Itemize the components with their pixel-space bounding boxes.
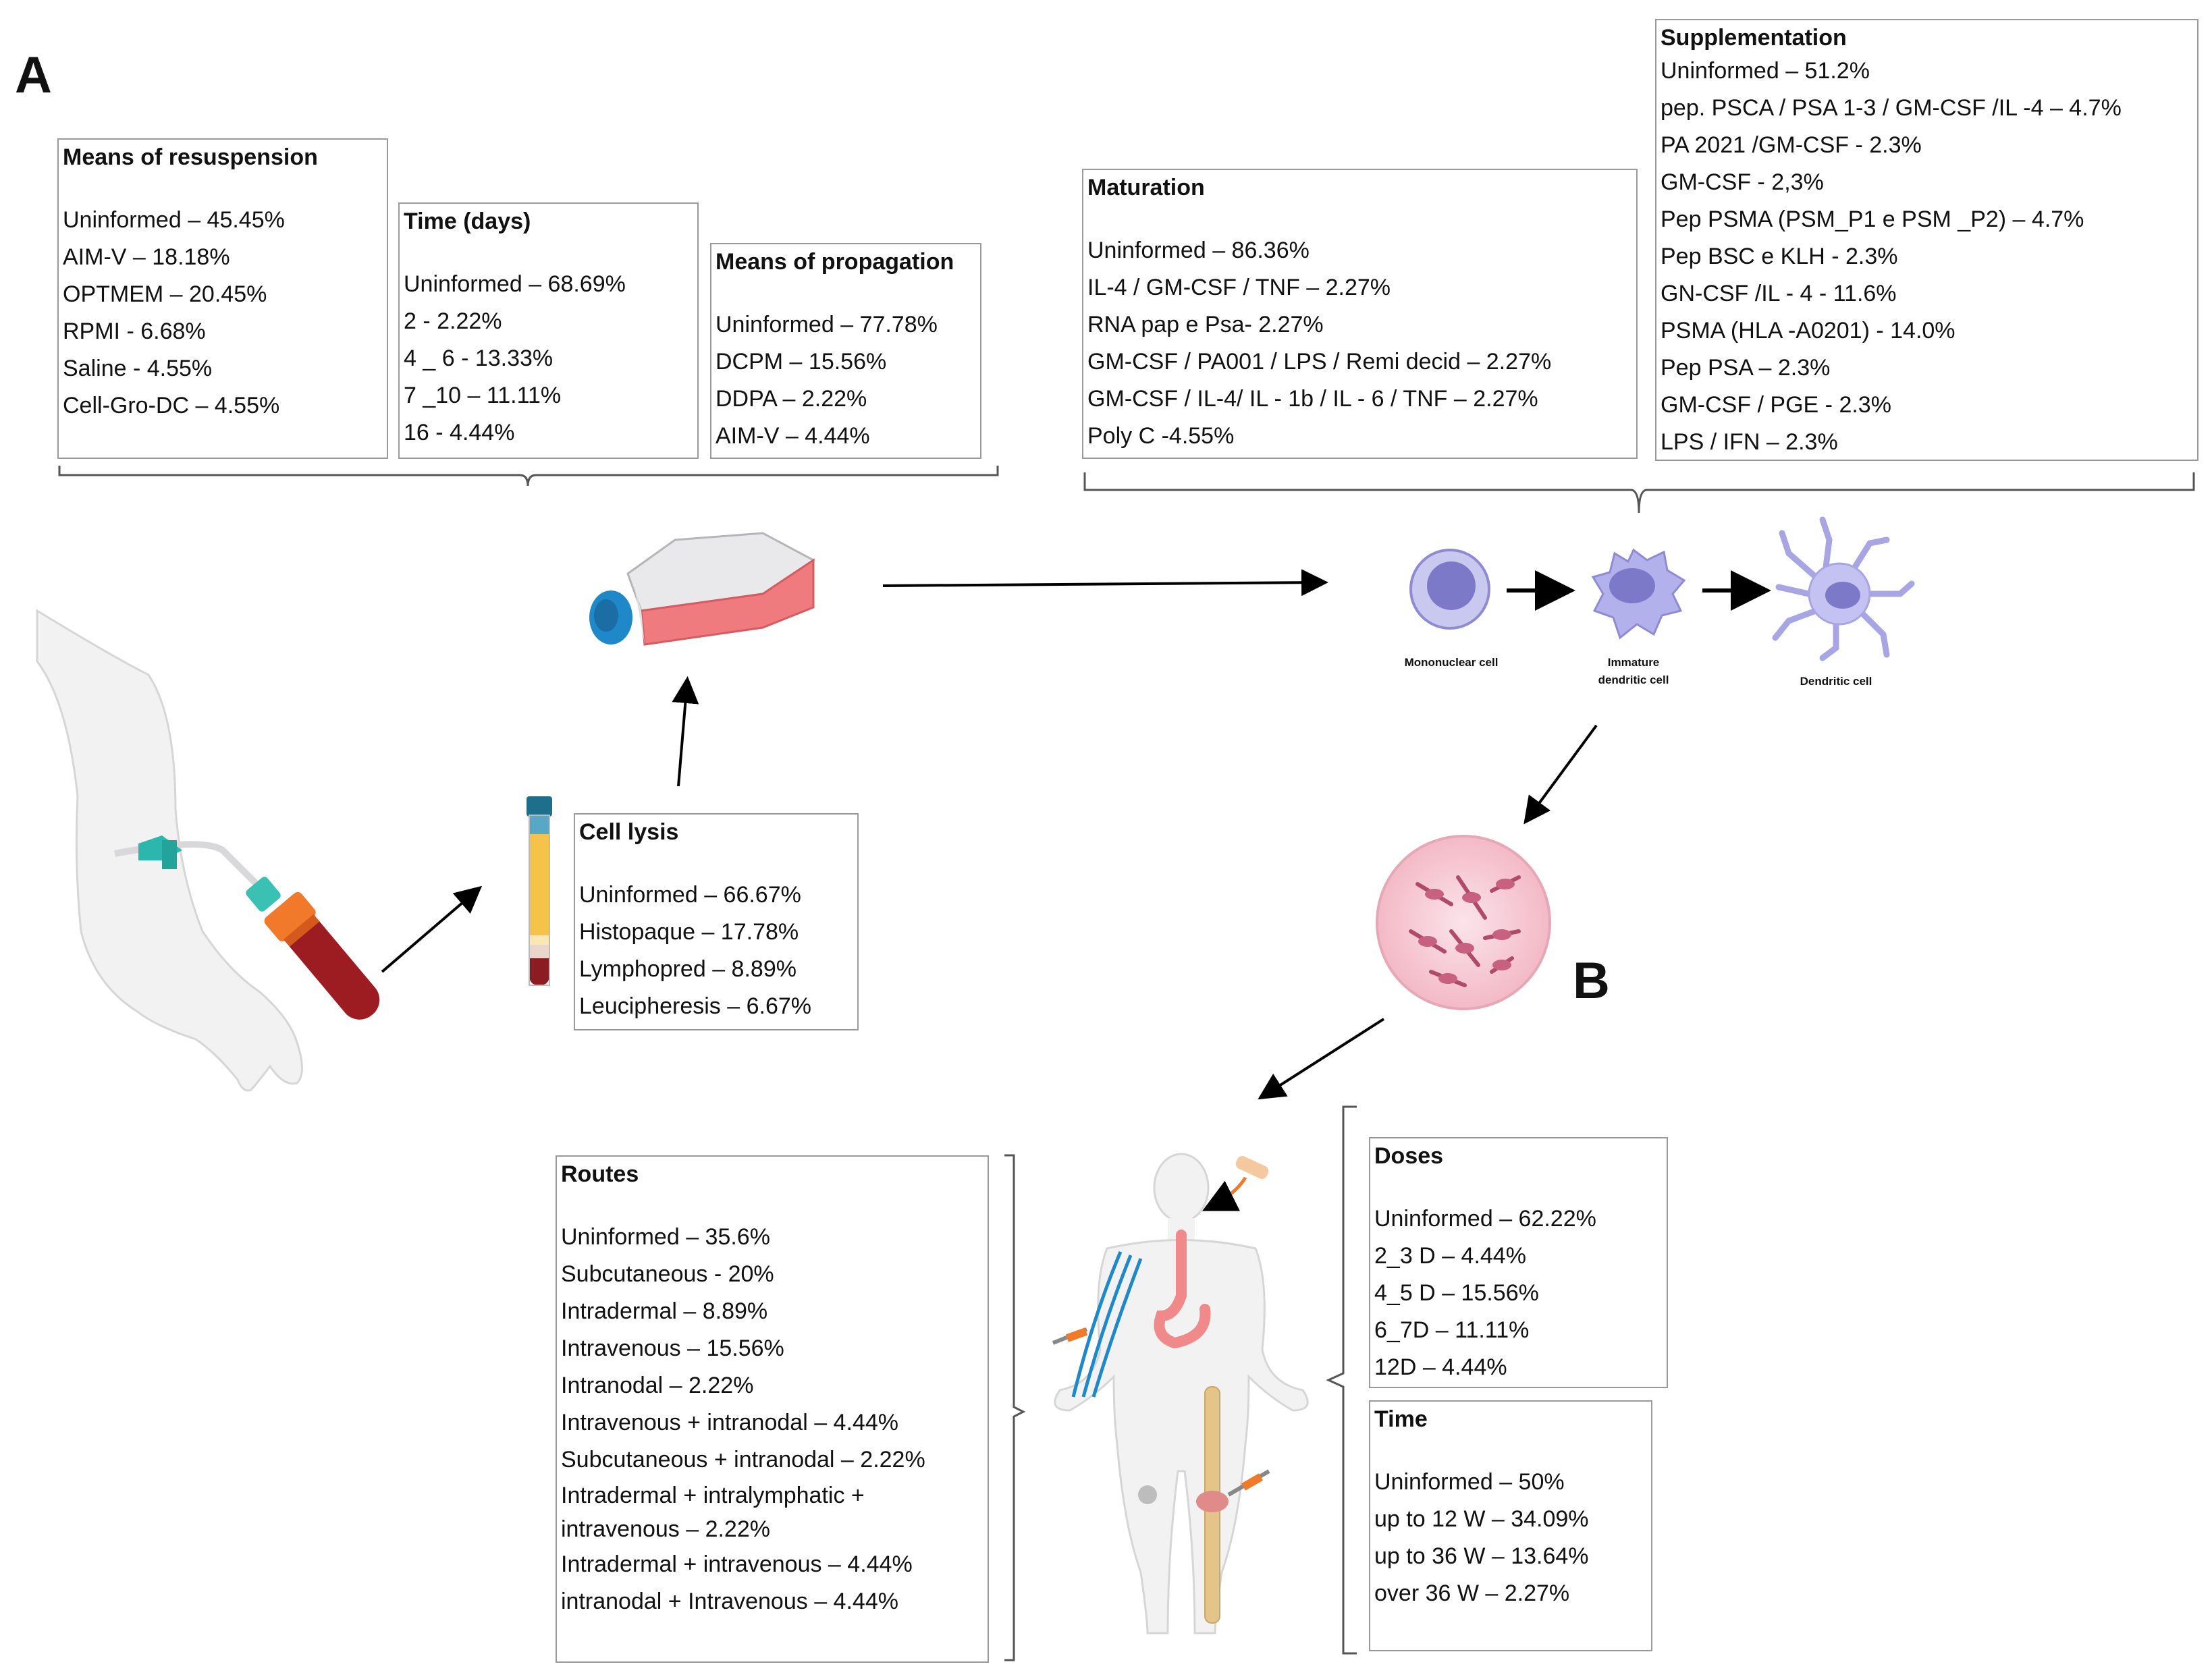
list-item: 4_5 D – 15.56% xyxy=(1374,1280,1539,1306)
list-item: intravenous – 2.22% xyxy=(561,1516,770,1542)
list-item: OPTMEM – 20.45% xyxy=(63,281,267,307)
immature-dendritic-cell-illustration xyxy=(1591,548,1686,640)
supplementation-title: Supplementation xyxy=(1661,25,1847,51)
list-item: over 36 W – 2.27% xyxy=(1374,1580,1570,1606)
list-item: RPMI - 6.68% xyxy=(63,319,206,344)
list-item: 2 - 2.22% xyxy=(404,308,502,334)
culture-flask-illustration xyxy=(589,532,815,646)
list-item: Cell-Gro-DC – 4.55% xyxy=(63,393,280,418)
list-item: pep. PSCA / PSA 1-3 / GM-CSF /IL -4 – 4.… xyxy=(1661,95,2122,121)
list-item: DDPA – 2.22% xyxy=(716,386,867,412)
list-item: up to 12 W – 34.09% xyxy=(1374,1506,1589,1532)
list-item: LPS / IFN – 2.3% xyxy=(1661,429,1838,455)
list-item: PSMA (HLA -A0201) - 14.0% xyxy=(1661,318,1955,343)
immature-dc-label-line1: Immature xyxy=(1607,656,1660,669)
dendritic-cell-label: Dendritic cell xyxy=(1800,675,1872,688)
arrow-blood-to-tube xyxy=(381,885,483,973)
list-item: GM-CSF / IL-4/ IL - 1b / IL - 6 / TNF – … xyxy=(1087,386,1538,412)
list-item: Saline - 4.55% xyxy=(63,356,213,381)
bracket-doses-time xyxy=(1326,1105,1357,1655)
list-item: 2_3 D – 4.44% xyxy=(1374,1243,1526,1269)
bracket-routes xyxy=(1004,1154,1026,1661)
list-item: intranodal + Intravenous – 4.44% xyxy=(561,1589,898,1614)
mononuclear-cell-label: Mononuclear cell xyxy=(1404,656,1499,669)
list-item: Uninformed – 86.36% xyxy=(1087,238,1310,263)
list-item: up to 36 W – 13.64% xyxy=(1374,1543,1589,1569)
propagation-title: Means of propagation xyxy=(716,249,954,275)
list-item: 4 _ 6 - 13.33% xyxy=(404,346,554,371)
list-item: Intradermal – 8.89% xyxy=(561,1298,768,1324)
list-item: IL-4 / GM-CSF / TNF – 2.27% xyxy=(1087,275,1391,300)
list-item: Intradermal + intralymphatic + xyxy=(561,1483,865,1508)
time-days-box: Time (days) Uninformed – 68.69% 2 - 2.22… xyxy=(398,202,699,459)
arm-blood-draw-illustration xyxy=(36,609,380,1092)
list-item: Intravenous + intranodal – 4.44% xyxy=(561,1410,898,1435)
cell-lysis-box: Cell lysis Uninformed – 66.67% Histopaqu… xyxy=(574,813,859,1030)
maturation-box: Maturation Uninformed – 86.36% IL-4 / GM… xyxy=(1082,169,1638,459)
list-item: Uninformed – 77.78% xyxy=(716,312,938,337)
brace-culture xyxy=(58,466,999,487)
list-item: GN-CSF /IL - 4 - 11.6% xyxy=(1661,281,1897,306)
list-item: Uninformed – 51.2% xyxy=(1661,58,1870,84)
list-item: 6_7D – 11.11% xyxy=(1374,1317,1530,1343)
list-item: Leucipheresis – 6.67% xyxy=(579,993,812,1019)
list-item: Pep BSC e KLH - 2.3% xyxy=(1661,244,1898,269)
list-item: Histopaque – 17.78% xyxy=(579,919,799,945)
list-item: PA 2021 /GM-CSF - 2.3% xyxy=(1661,132,1922,158)
list-item: Poly C -4.55% xyxy=(1087,423,1235,449)
list-item: Intravenous – 15.56% xyxy=(561,1336,784,1361)
brace-maturation xyxy=(1083,472,2195,514)
list-item: 16 - 4.44% xyxy=(404,420,515,445)
time-weeks-title: Time xyxy=(1374,1406,1428,1432)
panel-label-a: A xyxy=(15,47,52,104)
routes-title: Routes xyxy=(561,1161,639,1187)
centrifuged-tube-illustration xyxy=(527,796,552,986)
list-item: Uninformed – 35.6% xyxy=(561,1224,770,1250)
list-item: Subcutaneous + intranodal – 2.22% xyxy=(561,1447,925,1472)
list-item: Uninformed – 68.69% xyxy=(404,271,626,297)
list-item: Uninformed – 45.45% xyxy=(63,207,285,233)
list-item: Intranodal – 2.22% xyxy=(561,1373,754,1398)
arrow-flask-to-cells xyxy=(882,569,1328,597)
arrow-cells-to-culture xyxy=(1523,724,1598,825)
mononuclear-cell-illustration xyxy=(1409,549,1490,630)
list-item: AIM-V – 4.44% xyxy=(716,423,870,449)
list-item: RNA pap e Psa- 2.27% xyxy=(1087,312,1324,337)
arrow-culture-to-patient xyxy=(1258,1018,1385,1100)
list-item: GM-CSF / PA001 / LPS / Remi decid – 2.27… xyxy=(1087,349,1552,375)
resuspension-title: Means of resuspension xyxy=(63,144,318,170)
list-item: Uninformed – 62.22% xyxy=(1374,1206,1596,1232)
doses-box: Doses Uninformed – 62.22% 2_3 D – 4.44% … xyxy=(1369,1137,1668,1388)
cell-lysis-title: Cell lysis xyxy=(579,819,679,845)
list-item: Intradermal + intravenous – 4.44% xyxy=(561,1551,913,1577)
list-item: Pep PSMA (PSM_P1 e PSM _P2) – 4.7% xyxy=(1661,207,2084,232)
list-item: Uninformed – 50% xyxy=(1374,1469,1565,1495)
time-days-title: Time (days) xyxy=(404,209,531,234)
routes-box: Routes Uninformed – 35.6% Subcutaneous -… xyxy=(556,1155,989,1663)
list-item: 7 _10 – 11.11% xyxy=(404,383,562,408)
maturation-title: Maturation xyxy=(1087,175,1205,200)
list-item: DCPM – 15.56% xyxy=(716,349,887,375)
doses-title: Doses xyxy=(1374,1143,1444,1169)
list-item: AIM-V – 18.18% xyxy=(63,244,230,270)
time-weeks-box: Time Uninformed – 50% up to 12 W – 34.09… xyxy=(1369,1400,1652,1651)
list-item: GM-CSF - 2,3% xyxy=(1661,169,1824,195)
dendritic-cell-illustration xyxy=(1772,516,1915,661)
panel-label-b: B xyxy=(1573,952,1610,1010)
list-item: Uninformed – 66.67% xyxy=(579,882,801,908)
list-item: Subcutaneous - 20% xyxy=(561,1261,774,1287)
immature-dc-label-line2: dendritic cell xyxy=(1598,673,1669,686)
list-item: GM-CSF / PGE - 2.3% xyxy=(1661,392,1891,418)
arrow-tube-to-flask xyxy=(672,676,699,787)
resuspension-box: Means of resuspension Uninformed – 45.45… xyxy=(57,138,388,459)
list-item: Pep PSA – 2.3% xyxy=(1661,355,1831,381)
human-body-illustration xyxy=(1052,1153,1309,1634)
list-item: 12D – 4.44% xyxy=(1374,1354,1507,1380)
propagation-box: Means of propagation Uninformed – 77.78%… xyxy=(710,243,981,459)
list-item: Lymphopred – 8.89% xyxy=(579,956,797,982)
supplementation-box: Supplementation Uninformed – 51.2% pep. … xyxy=(1655,19,2198,461)
dendritic-cell-culture-illustration xyxy=(1376,835,1551,1010)
